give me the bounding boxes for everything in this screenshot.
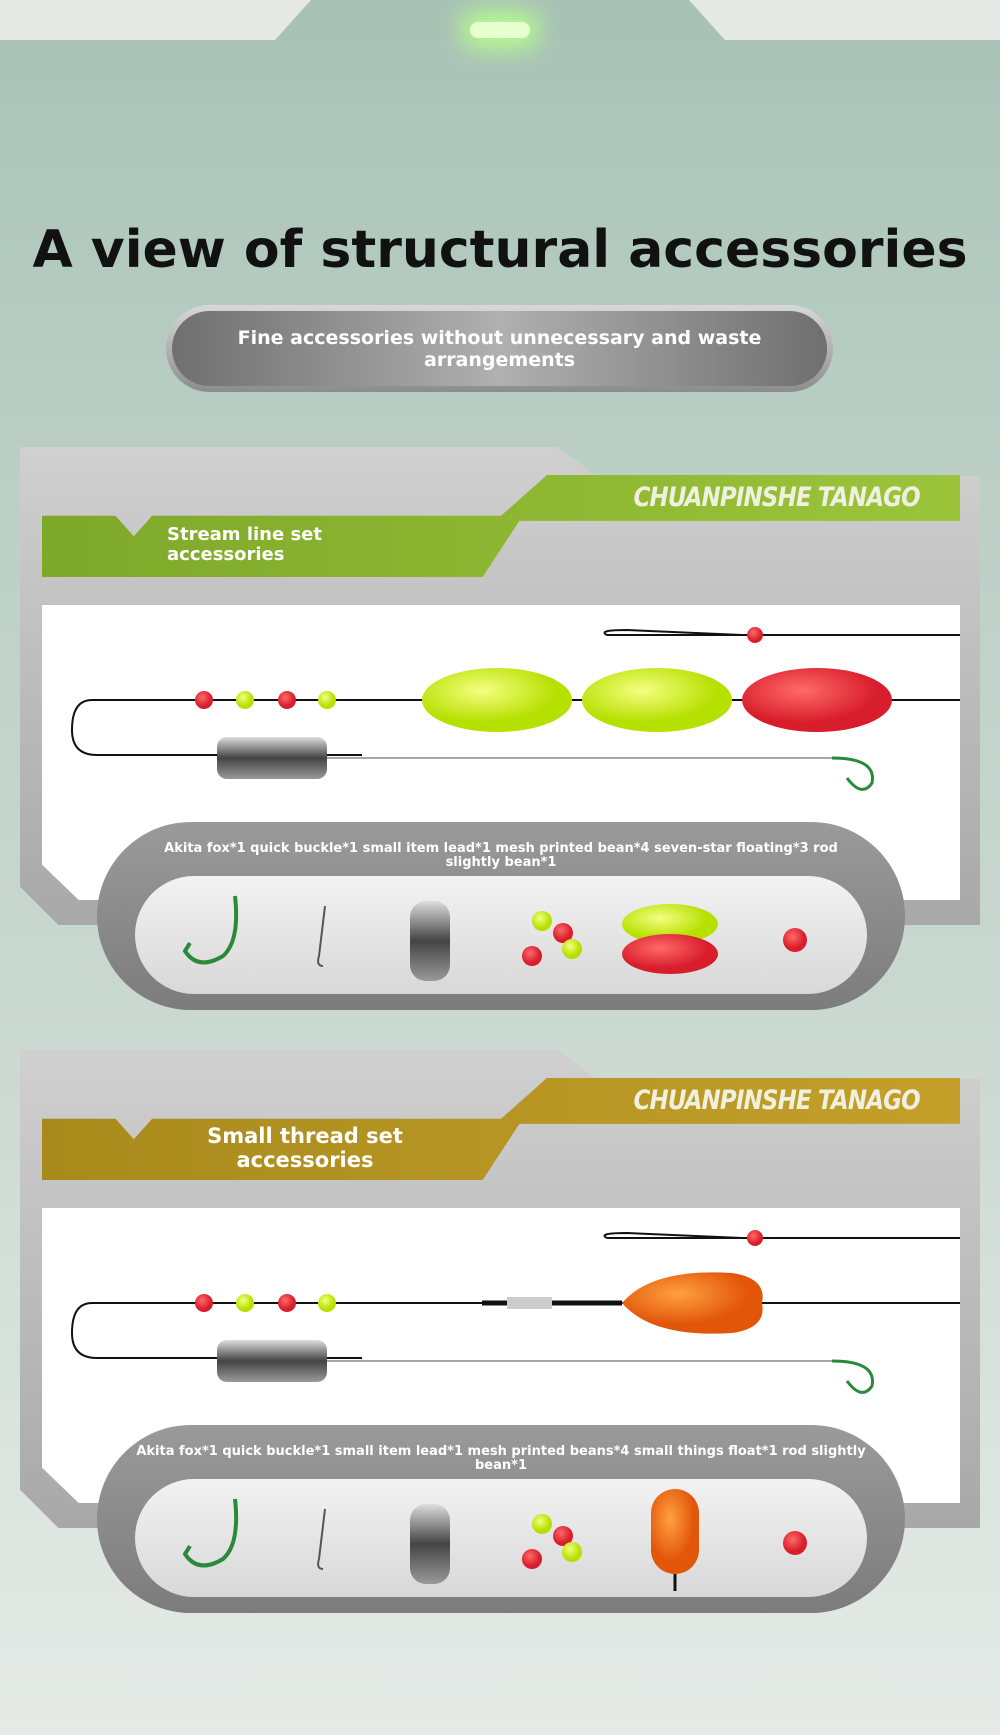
rod-bean	[747, 627, 763, 643]
bean	[236, 691, 254, 709]
subtitle-text: Fine accessories without unnecessary and…	[172, 311, 827, 386]
brand-label: CHUANPINSHE TANAGO	[633, 1085, 921, 1116]
brand-label: CHUANPINSHE TANAGO	[633, 482, 921, 513]
accessories-caption-pill: Akita fox*1 quick buckle*1 small item le…	[97, 822, 905, 1010]
lead-weight	[217, 737, 327, 779]
hook-icon	[182, 895, 239, 965]
rig-diagram	[70, 1230, 960, 1394]
stream-line-set-panel: CHUANPINSHE TANAGO Stream line set acces…	[20, 447, 980, 1010]
bean	[318, 691, 336, 709]
page-title: A view of structural accessories	[32, 220, 968, 280]
hook	[831, 756, 874, 791]
section-title: Stream line set accessories	[167, 524, 322, 565]
bean	[278, 691, 296, 709]
quick-buckle-icon	[317, 905, 326, 967]
lead-icon	[410, 901, 450, 981]
float	[742, 668, 892, 732]
accessories-tray	[182, 1489, 807, 1591]
bean	[195, 691, 213, 709]
accessories-tray	[182, 895, 807, 981]
section-title: Small thread set accessories	[207, 1124, 403, 1172]
accessories-caption-pill: Akita fox*1 quick buckle*1 small item le…	[97, 1425, 905, 1613]
accessories-caption: Akita fox*1 quick buckle*1 small item le…	[164, 841, 838, 870]
glow-light	[470, 22, 530, 38]
accessories-caption: Akita fox*1 quick buckle*1 small item le…	[136, 1444, 866, 1473]
subtitle-pill: Fine accessories without unnecessary and…	[166, 305, 833, 392]
float	[622, 1272, 763, 1334]
small-thread-set-panel: CHUANPINSHE TANAGO Small thread set acce…	[20, 1050, 980, 1613]
float	[422, 668, 572, 732]
float	[582, 668, 732, 732]
rig-diagram	[70, 627, 960, 791]
